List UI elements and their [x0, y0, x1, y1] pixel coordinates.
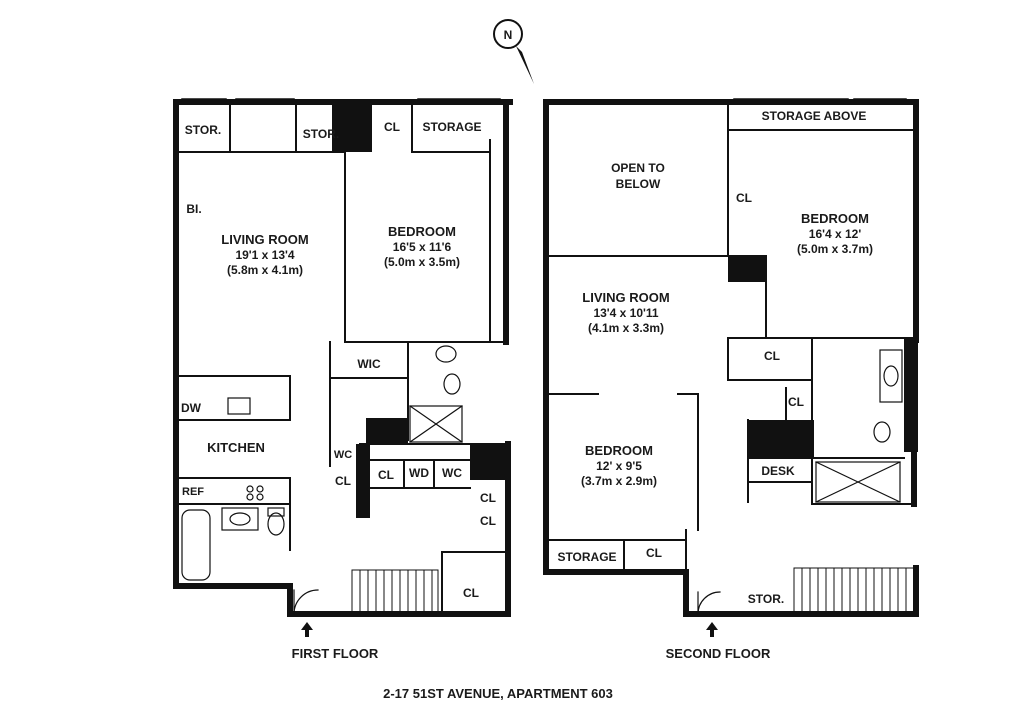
living-room-2-dim-ft: 13'4 x 10'11 — [593, 306, 658, 320]
cl-small-label: CL — [788, 395, 804, 409]
first-floor-entry-door — [293, 589, 319, 615]
ref-label: REF — [182, 486, 204, 498]
desk-label: DESK — [761, 464, 795, 478]
cl-bottom-2-label: CL — [646, 546, 662, 560]
second-floor-fixtures — [815, 349, 903, 503]
cl-mid-2-label: CL — [764, 349, 780, 363]
cl-right1-label: CL — [480, 491, 496, 505]
cl-left-label: CL — [736, 191, 752, 205]
bedroom-small-dim-ft: 12' x 9'5 — [596, 459, 642, 473]
first-floor-walls — [173, 99, 513, 617]
wc-label: WC — [442, 466, 462, 480]
cl-hall-label: CL — [335, 474, 351, 488]
second-floor-entry-door — [697, 591, 721, 615]
stor-left-label: STOR. — [185, 123, 221, 137]
storage-above-label: STORAGE ABOVE — [762, 109, 867, 123]
bedroom-big-name: BEDROOM — [801, 211, 869, 226]
living-room-dim-m: (5.8m x 4.1m) — [227, 263, 303, 277]
open-to-below-line1: OPEN TO — [611, 161, 665, 175]
north-arrow-icon — [493, 19, 534, 84]
bi-label: BI. — [186, 202, 201, 216]
address-footer: 2-17 51ST AVENUE, APARTMENT 603 — [383, 686, 613, 701]
bedroom-dim-m: (5.0m x 3.5m) — [384, 255, 460, 269]
first-floor-solid-blocks — [332, 102, 508, 518]
bedroom-small-name: BEDROOM — [585, 443, 653, 458]
kitchen-label: KITCHEN — [207, 440, 265, 455]
bedroom-name: BEDROOM — [388, 224, 456, 239]
wd-label: WD — [409, 466, 429, 480]
living-room-2-dim-m: (4.1m x 3.3m) — [588, 321, 664, 335]
stor-mid-label: STOR. — [303, 127, 339, 141]
second-floor-walls — [543, 99, 919, 617]
living-room-2-name: LIVING ROOM — [582, 290, 669, 305]
cl-top-label: CL — [384, 120, 400, 134]
storage-top-label: STORAGE — [422, 120, 481, 134]
bedroom-big-dim-m: (5.0m x 3.7m) — [797, 242, 873, 256]
bedroom-dim-ft: 16'5 x 11'6 — [393, 240, 452, 254]
second-floor-stairs — [793, 567, 915, 613]
compass-letter: N — [504, 28, 513, 42]
stor-2-label: STOR. — [748, 592, 784, 606]
living-room-name: LIVING ROOM — [221, 232, 308, 247]
storage-2-label: STORAGE — [557, 550, 616, 564]
dw-label: DW — [181, 401, 202, 415]
open-to-below-line2: BELOW — [616, 177, 661, 191]
entry-arrow-second — [706, 622, 718, 637]
wc-small-label: WC — [334, 449, 352, 461]
entry-arrow-first — [301, 622, 313, 637]
first-floor-inner-walls — [177, 103, 509, 613]
living-room-dim-ft: 19'1 x 13'4 — [235, 248, 294, 262]
cl-mid-label: CL — [378, 468, 394, 482]
cl-bottom-label: CL — [463, 586, 479, 600]
bedroom-big-dim-ft: 16'4 x 12' — [809, 227, 862, 241]
cl-right2-label: CL — [480, 514, 496, 528]
first-floor-fixtures — [181, 345, 463, 581]
first-floor-caption: FIRST FLOOR — [292, 646, 379, 661]
wic-label: WIC — [357, 357, 381, 371]
second-floor-caption: SECOND FLOOR — [666, 646, 771, 661]
bedroom-small-dim-m: (3.7m x 2.9m) — [581, 474, 657, 488]
second-floor-solid-blocks — [728, 256, 918, 458]
first-floor-stairs — [351, 569, 439, 613]
